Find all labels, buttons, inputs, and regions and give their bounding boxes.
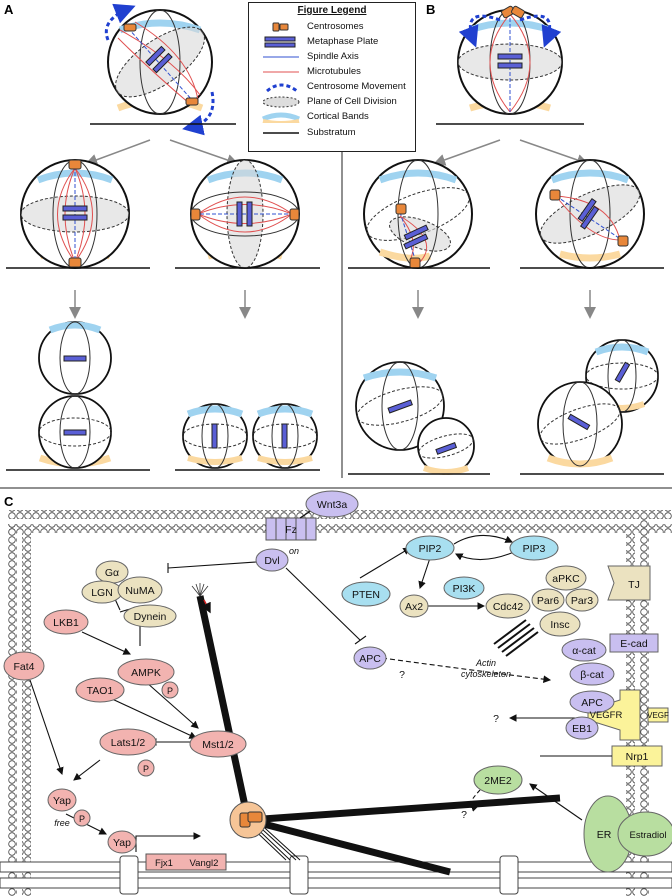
fjx1-label: Fjx1 [155,858,173,869]
panel-a-daughters-side [175,403,320,471]
dvl-on-label: on [289,546,299,556]
wnt3a-label: Wnt3a [317,499,348,511]
pip3-label: PIP3 [523,543,546,555]
lkb1-label: LKB1 [53,617,79,629]
cortical-band-icon [261,112,301,123]
er-label: ER [597,829,612,841]
pi3k-label: PI3K [453,583,476,595]
ecad-label: E-cad [620,638,648,650]
lats-label: Lats1/2 [111,737,146,749]
panel-b-top-cell [436,5,584,125]
dynein-brush-icon [191,583,209,597]
yap-nuclear-label: Yap [113,837,131,849]
panel-b-cell-tilted-right [520,159,664,269]
yap-free-label: Yap [53,795,71,807]
microtubule-icon [263,71,299,73]
substratum-icon [263,132,299,134]
panel-label-b: B [426,2,436,17]
figure-legend: Figure Legend Centrosomes Metaphase Plat… [248,2,416,152]
actin-filaments-icon [493,619,539,657]
cdc42-label: Cdc42 [493,601,524,613]
apkc-label: aPKC [552,573,580,585]
legend-title: Figure Legend [297,5,367,16]
vegf-label: VEGF [647,711,669,720]
lats-p-label: P [143,764,149,774]
2me2-label: 2ME2 [484,775,512,787]
panel-b-cell-tilted-left [348,159,490,269]
legend-substratum: Substratum [307,127,356,138]
apc-left-label: APC [359,653,381,665]
tao1-label: TAO1 [87,685,114,697]
estradiol-shape [617,811,672,857]
mst-label: Mst1/2 [202,739,234,751]
question-apc-label: ? [399,669,405,681]
yap-p-label: P [79,814,85,824]
division-plane-icon [262,96,300,108]
pten-label: PTEN [352,589,380,601]
galpha-label: Gα [105,567,119,579]
nrp1-label: Nrp1 [626,751,649,763]
tj-label: TJ [628,579,640,591]
panel-label-c: C [4,494,14,509]
fat4-label: Fat4 [13,661,34,673]
dynein-label: Dynein [134,611,167,623]
panel-a-cell-horizontal-spindle [6,159,150,269]
nucleus-envelope [0,855,672,895]
legend-cortical-bands: Cortical Bands [307,111,369,122]
par3-label: Par3 [571,595,593,607]
actin-label: Actin [475,658,496,668]
pip2-label: PIP2 [419,543,442,555]
free-label: free [54,818,70,828]
par6-label: Par6 [537,595,559,607]
panel-a-top-cell [90,3,236,136]
pathway-nodes [3,490,615,854]
estradiol-label: Estradiol [630,830,667,841]
ax2-label: Ax2 [405,601,423,613]
vegfr-receptor-shape [587,689,641,741]
ampk-p-label: P [167,686,173,696]
e-cad-shape [609,633,659,653]
fz-receptor [265,517,317,541]
panel-a-daughters-stacked [6,321,150,471]
metaphase-plate-icon [264,36,296,48]
question-vegf-label: ? [493,713,499,725]
pathway-labels: Wnt3a Fz Dvl on Gα LGN NuMA Dynein LKB1 … [13,499,669,869]
legend-plane-of-division: Plane of Cell Division [307,96,397,107]
pathway-arrows [29,534,612,852]
panel-b-daughters-left [348,361,490,475]
eb1-label: EB1 [572,723,592,735]
gene-box [145,853,227,871]
lgn-label: LGN [91,587,113,599]
vangl2-label: Vangl2 [190,858,219,869]
numa-label: NuMA [125,585,154,597]
legend-centrosome-movement: Centrosome Movement [307,81,406,92]
cytoskeleton-label: cytoskeleton [461,669,511,679]
panel-b-daughters-right [520,339,664,475]
centrosome-icon [229,801,267,839]
apc-right-label: APC [581,697,603,709]
spindle-axis-icon [263,56,299,58]
insc-label: Insc [550,619,569,631]
movement-arrow-icon [266,83,298,93]
tight-junction-shape [607,565,651,601]
bcat-label: β-cat [580,669,604,681]
legend-spindle-axis: Spindle Axis [307,51,359,62]
legend-centrosomes: Centrosomes [307,21,364,32]
question-2me2-label: ? [461,809,467,821]
acat-label: α-cat [572,645,596,657]
panel-label-a: A [4,2,14,17]
centrosome-icon [272,22,289,32]
dvl-label: Dvl [264,555,279,567]
vegfr-label: VEGFR [590,710,623,721]
fz-label: Fz [285,524,297,536]
legend-microtubules: Microtubules [307,66,361,77]
ampk-label: AMPK [131,667,161,679]
panel-a-cell-vertical-plate [175,159,320,269]
legend-metaphase-plate: Metaphase Plate [307,36,379,47]
vegf-ligand-shape [647,707,669,723]
